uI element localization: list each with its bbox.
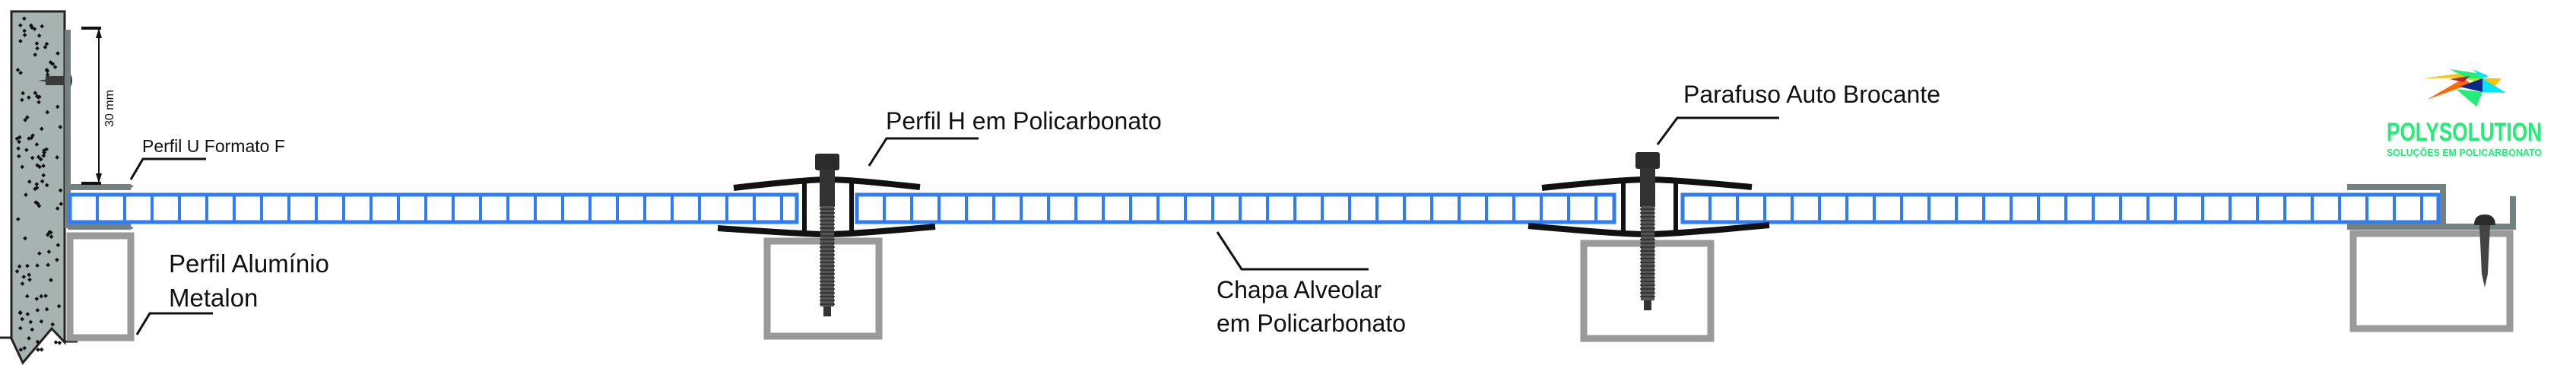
label-perfil-u: Perfil U Formato F (129, 136, 285, 180)
screw-threads (820, 205, 1655, 305)
label-parafuso: Parafuso Auto Brocante (1656, 81, 1940, 145)
label-metalon-line1: Perfil Alumínio (169, 249, 329, 278)
wall-dot (56, 243, 61, 248)
wall-dot (21, 91, 25, 96)
panel-outline (68, 192, 799, 224)
wall-dot (55, 104, 60, 110)
wall-dot (55, 155, 59, 160)
panel-outline (1680, 192, 2441, 224)
wall-dot (58, 188, 63, 193)
wall-dot (55, 206, 60, 211)
wall-dot (56, 51, 60, 56)
wall-dot (52, 65, 58, 69)
wall-dot (18, 348, 24, 352)
dimension-30mm: 30 mm (81, 27, 116, 185)
wall-dot (14, 268, 20, 274)
wall-dot (56, 303, 62, 309)
label-chapa-line2: em Policarbonato (1217, 310, 1406, 337)
logo-name: POLYSOLUTION (2387, 118, 2542, 147)
metalon-profile-right (2349, 230, 2514, 332)
chapa-alveolar-panels (68, 192, 2441, 224)
label-chapa: Chapa Alveolar em Policarbonato (1216, 231, 1406, 337)
wall-dot (53, 340, 59, 345)
wall-dot (18, 23, 23, 28)
wall-dot (58, 125, 63, 129)
wall-dot (17, 310, 23, 316)
wall-dot (59, 202, 64, 206)
label-metalon: Perfil Alumínio Metalon (135, 249, 329, 335)
wall-dot (20, 316, 25, 322)
panel-outline (855, 192, 1616, 224)
wall-dot (49, 278, 53, 283)
wall-dot (50, 322, 56, 327)
logo-tagline: SOLUÇÕES EM POLICARBONATO (2387, 147, 2542, 158)
wall-dot (15, 217, 21, 222)
dimension-label: 30 mm (103, 90, 116, 127)
wall-dot (18, 39, 23, 43)
label-metalon-line2: Metalon (169, 284, 258, 312)
wall-dot (20, 97, 24, 103)
wall-dot (17, 326, 23, 331)
wall-dot (39, 347, 44, 352)
perfil-u-formato-f-right (2347, 184, 2516, 230)
wall-dot (57, 340, 62, 345)
logo-star-icon (2423, 69, 2506, 106)
wall-dot (55, 257, 59, 262)
wall-dot (18, 70, 23, 75)
label-parafuso-text: Parafuso Auto Brocante (1683, 81, 1940, 108)
self-drilling-screw-icon (1635, 152, 1660, 310)
wall-dot (49, 234, 54, 240)
wall-dot (50, 62, 56, 66)
metalon-profile-left (66, 232, 135, 341)
label-perfil-h: Perfil H em Policarbonato (868, 107, 1162, 167)
panel-segment (68, 192, 799, 224)
wood-screw-icon (2474, 214, 2495, 287)
wall-dot (20, 281, 25, 286)
label-perfil-h-text: Perfil H em Policarbonato (886, 107, 1162, 135)
wall-dot (17, 264, 22, 269)
panel-segment (855, 192, 1616, 224)
wall-dot (22, 33, 27, 37)
polysolution-logo: POLYSOLUTION SOLUÇÕES EM POLICARBONATO (2387, 69, 2542, 158)
wall-dot (20, 164, 25, 170)
panel-segment (1680, 192, 2441, 224)
label-chapa-line1: Chapa Alveolar (1217, 276, 1382, 303)
wall-dot (15, 68, 21, 72)
wall-dot (16, 146, 21, 151)
perfil-u-formato-f-left (65, 30, 134, 230)
wall-dot (17, 154, 21, 159)
wall-dot (17, 139, 21, 145)
wall-dot (22, 16, 27, 21)
wall-dot (24, 192, 28, 198)
wall-dot (17, 135, 22, 140)
concrete-wall (0, 10, 78, 365)
label-perfil-u-text: Perfil U Formato F (142, 136, 285, 156)
